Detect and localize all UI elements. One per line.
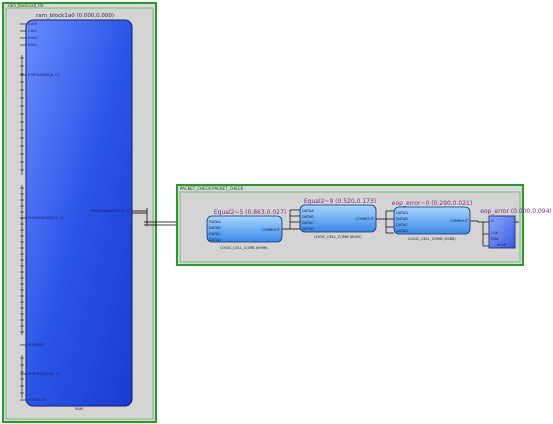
wire-cell2-cell3 [376,210,394,234]
cell-input: DATAD [209,238,221,242]
cell-title: Equal2~5 (0.863,0.027) [214,209,286,216]
cell-input: DATAC [396,223,408,227]
port-baddr: PORTBADDR[6..0] [28,372,60,376]
wire-cell1-cell2 [282,209,300,230]
wire-cell3-reg [470,220,489,247]
reg-title: eop_error (0.000,0.094) [480,208,552,215]
register-eop-error[interactable]: eop_error (0.000,0.094) D CLK ENA ACLR [480,208,552,249]
reg-port: ENA [491,237,499,241]
logic-cell-eop-error-0[interactable]: eop_error~0 (0.290,0.021) DATAA DATAB DA… [392,200,472,241]
port-ena0: ENA0 [28,36,37,40]
ram-type-label: RAM [75,407,83,411]
cell-input: DATAD [396,229,408,233]
cell-input: DATAC [302,221,314,225]
cell-title: eop_error~0 (0.290,0.021) [392,200,472,207]
reg-port: ACLR [497,243,507,247]
cell-output: COMBOUT [262,228,281,232]
cell-input: DATAC [209,232,221,236]
cell-output: COMBOUT [450,219,469,223]
cell-input: DATAA [302,209,314,213]
port-addr: PORTAADDR[6..0] [28,73,60,77]
port-datain: PORTADATAIN[35..0] [28,216,64,220]
cell-type: LOGIC_CELL_COMB (0088) [408,237,456,241]
cell-type: LOGIC_CELL_COMB (6996) [220,246,268,250]
port-we: PORTAWE [28,343,45,347]
ram-block[interactable]: ram_block1a0 (0.000,0.000) RAM CLK0 CLK1… [20,13,133,411]
cell-input: DATAA [209,220,221,224]
outer-frame-label: ram_block1a0_RS [8,3,44,8]
reg-port: CLK [491,231,499,235]
cell-input: DATAB [209,226,221,230]
packet-check-label: PACKET_CHECK:PACKET_CHECK [180,186,244,191]
cell-input: DATAB [302,215,314,219]
port-dataout: PORTADATAOUT[35..0] [91,209,131,213]
port-clk1: CLK1 [28,29,37,33]
cell-type: LOGIC_CELL_COMB (8000) [314,235,362,239]
cell-input: DATAA [396,211,408,215]
ram-block-title: ram_block1a0 (0.000,0.000) [36,13,114,19]
cell-input: DATAD [302,227,314,231]
logic-cell-equal2-9[interactable]: Equal2~9 (0.520,0.173) DATAA DATAB DATAC… [299,198,377,239]
cell-output: COMBOUT [356,217,375,221]
port-ena1: ENA1 [28,43,37,47]
reg-port: D [491,219,494,223]
cell-input: DATAB [396,217,408,221]
port-bclk: PORTBCLK [28,398,47,402]
cell-title: Equal2~9 (0.520,0.173) [304,198,376,205]
port-clk0: CLK0 [28,22,37,26]
